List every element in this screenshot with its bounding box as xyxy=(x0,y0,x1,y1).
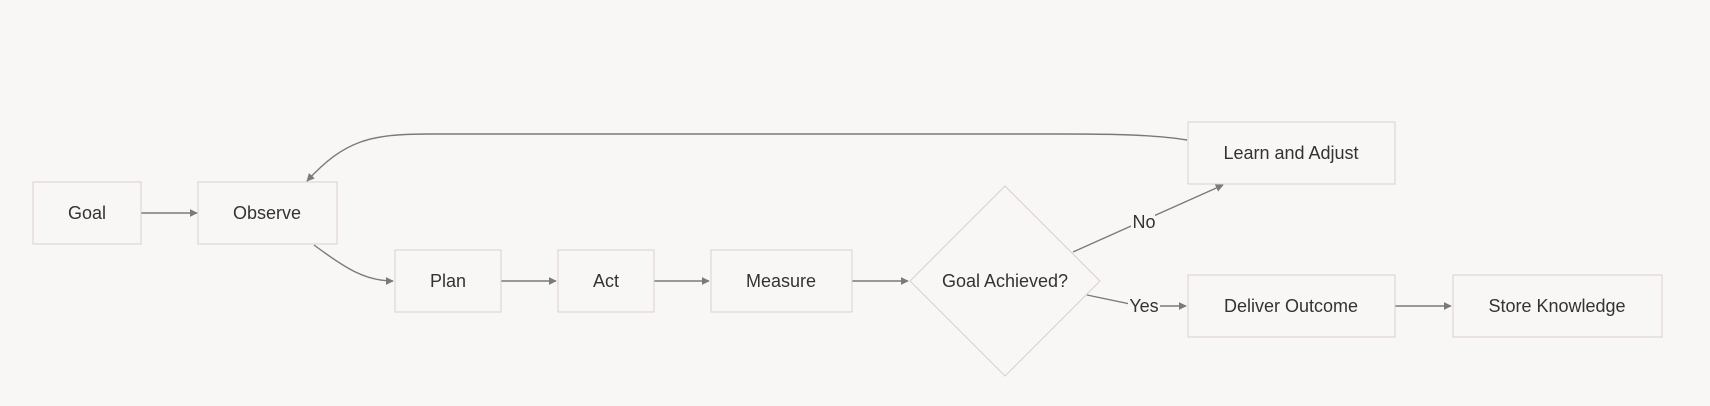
node-observe: Observe xyxy=(197,181,338,245)
node-observe-label: Observe xyxy=(233,203,301,223)
node-store: Store Knowledge xyxy=(1452,274,1663,338)
edge-observe-plan xyxy=(313,244,394,285)
node-decision-label: Goal Achieved? xyxy=(942,271,1068,291)
node-learn: Learn and Adjust xyxy=(1187,121,1396,185)
node-measure-label: Measure xyxy=(746,271,816,291)
node-goal: Goal xyxy=(32,181,142,245)
node-act-label: Act xyxy=(593,271,619,291)
edge-label-yes: Yes xyxy=(1128,295,1160,317)
node-decision: Goal Achieved? xyxy=(909,185,1101,377)
node-store-label: Store Knowledge xyxy=(1488,296,1625,316)
edge-label-no-text: No xyxy=(1132,212,1155,232)
node-plan-label: Plan xyxy=(430,271,466,291)
node-measure: Measure xyxy=(710,249,853,313)
edge-label-yes-text: Yes xyxy=(1129,296,1158,316)
edge-label-no: No xyxy=(1131,210,1156,232)
node-plan: Plan xyxy=(394,249,502,313)
node-deliver-label: Deliver Outcome xyxy=(1224,296,1358,316)
node-learn-label: Learn and Adjust xyxy=(1223,143,1358,163)
edge-learn-observe xyxy=(306,133,1188,182)
node-act: Act xyxy=(557,249,655,313)
node-goal-label: Goal xyxy=(68,203,106,223)
node-deliver: Deliver Outcome xyxy=(1187,274,1396,338)
